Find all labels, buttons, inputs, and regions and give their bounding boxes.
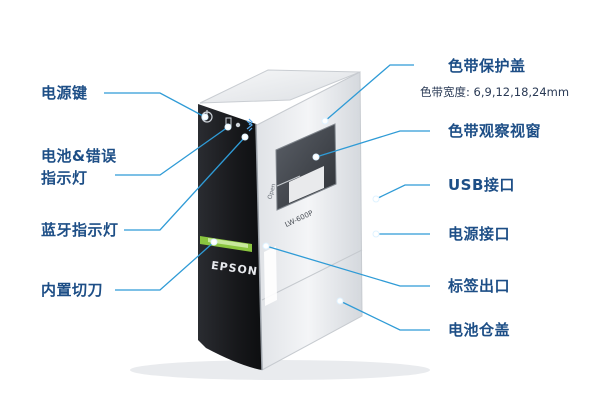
leader-battery-error [115, 126, 229, 176]
label-bluetooth-led: 蓝牙指示灯 [41, 221, 119, 239]
battery-cover-seam [261, 249, 363, 301]
label-power-key: 电源键 [41, 84, 88, 102]
leader-label-exit [265, 245, 430, 287]
label-label-exit: 标签出口 [448, 277, 511, 295]
label-tape-width: 色带宽度: 6,9,12,18,24mm [420, 85, 570, 99]
tape-window-line [276, 175, 301, 187]
tape-window-label [289, 166, 324, 203]
leader-dots [201, 113, 380, 305]
label-tape-window: 色带观察视窗 [448, 122, 542, 140]
leader-tape-window [315, 130, 430, 158]
leader-tape-cover [324, 64, 414, 122]
side-face [254, 71, 363, 371]
front-panel [198, 104, 262, 370]
label-exit-slot [264, 246, 277, 306]
leader-power-key [104, 92, 206, 118]
cutter-green-highlight [208, 238, 248, 248]
label-battery-cover: 电池仓盖 [448, 321, 511, 339]
error-led-icon [235, 122, 241, 128]
leader-battery-cover [339, 300, 430, 331]
label-tape-cover: 色带保护盖 [448, 57, 526, 75]
label-battery-error-line1: 电池&错误 [41, 147, 117, 165]
label-usb-port: USB接口 [448, 176, 515, 194]
front-edge [255, 123, 263, 371]
label-cutter: 内置切刀 [41, 281, 104, 299]
leader-bluetooth [124, 136, 246, 231]
leader-cutter [115, 241, 215, 291]
bluetooth-icon [246, 118, 253, 132]
label-battery-error-line2: 指示灯 [41, 169, 88, 187]
label-power-port: 电源接口 [448, 225, 511, 243]
leader-usb [375, 184, 430, 200]
shadow [130, 360, 430, 380]
leader-lines [104, 64, 430, 331]
